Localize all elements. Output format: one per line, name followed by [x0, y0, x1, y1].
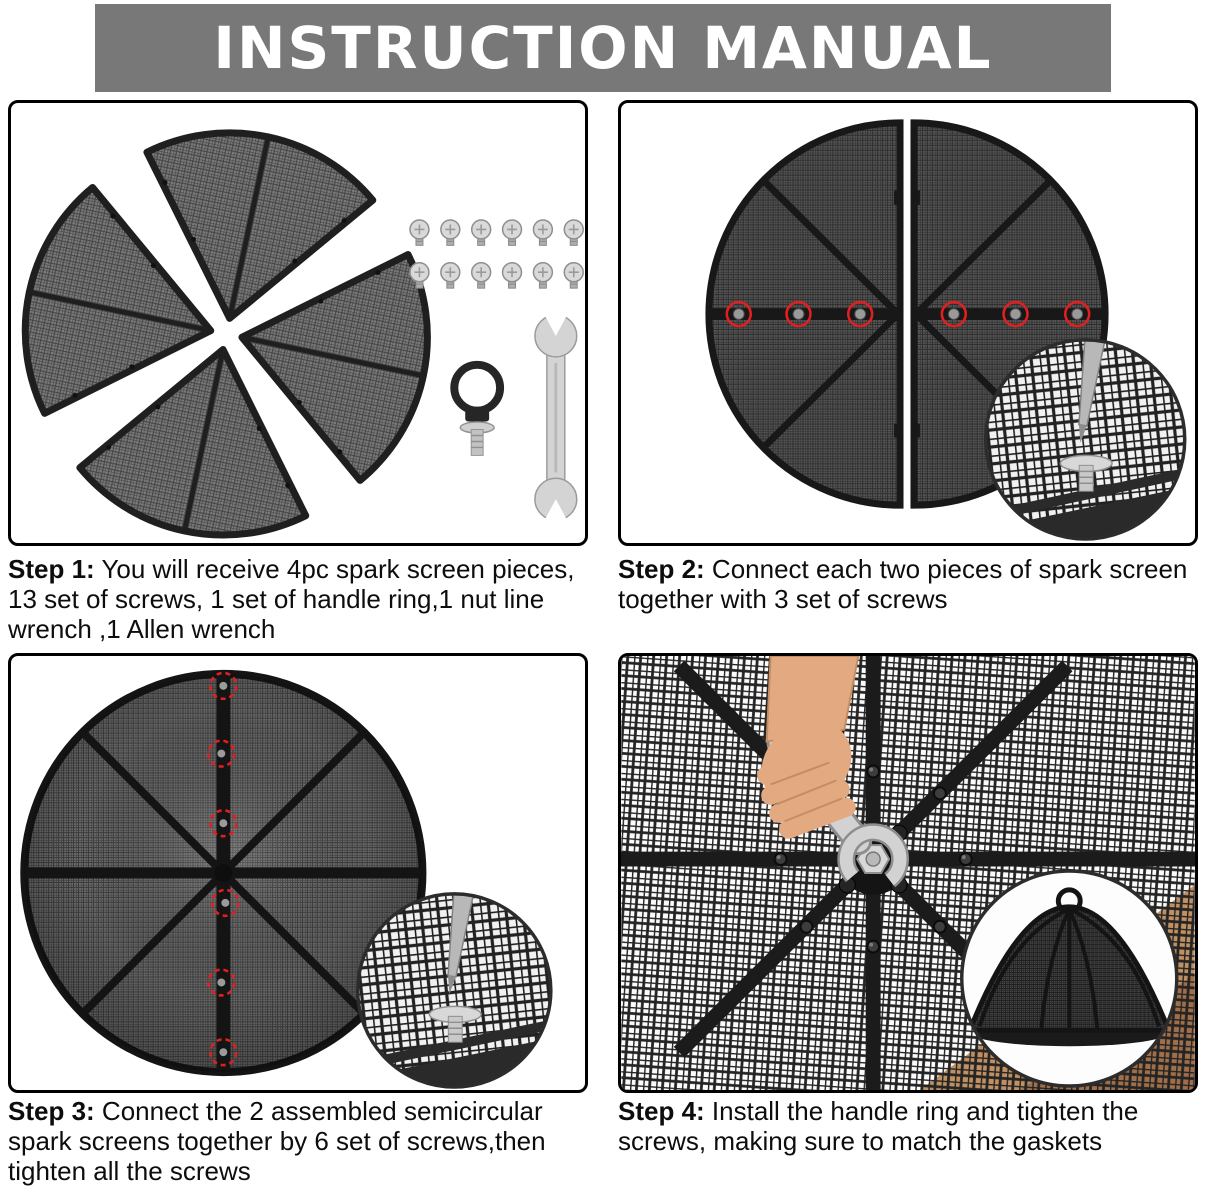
- spark-screen-quarter-pieces: [11, 112, 448, 543]
- screw-closeup-inset: [983, 338, 1187, 541]
- step1-text: You will receive 4pc spark screen pieces…: [8, 554, 575, 644]
- step2-caption: Step 2: Connect each two pieces of spark…: [618, 554, 1204, 614]
- step1-label: Step 1:: [8, 554, 95, 584]
- screwdriver-icon: [447, 893, 475, 995]
- step4-caption: Step 4: Install the handle ring and tigh…: [618, 1096, 1204, 1156]
- step2-label: Step 2:: [618, 554, 705, 584]
- screen-half-left: [705, 119, 904, 509]
- dome-ring-handle: [1055, 887, 1083, 915]
- screw-markers: [207, 671, 240, 1067]
- step4-label: Step 4:: [618, 1096, 705, 1126]
- screw-set: [409, 219, 584, 289]
- hand: [757, 656, 860, 839]
- assembled-round-screen: [20, 669, 427, 1077]
- screw-closeup-inset: [355, 892, 553, 1089]
- step3-image-box: [8, 653, 588, 1093]
- step3-illustration: [20, 669, 553, 1089]
- step3-label: Step 3:: [8, 1096, 95, 1126]
- step1-illustration: [11, 103, 584, 543]
- seam-screws: [217, 681, 230, 1057]
- step4-text: Install the handle ring and tighten the …: [618, 1096, 1139, 1156]
- screw-highlights: [725, 300, 1091, 328]
- step2-illustration: [705, 119, 1187, 541]
- step3-caption: Step 3: Connect the 2 assembled semicirc…: [8, 1096, 606, 1186]
- step2-text: Connect each two pieces of spark screen …: [618, 554, 1188, 614]
- frame-bolts: [773, 764, 973, 954]
- step4-illustration: [621, 656, 1195, 1090]
- step2-image-box: [618, 100, 1198, 546]
- step1-image-box: [8, 100, 588, 546]
- step4-image-box: [618, 653, 1198, 1093]
- step3-text: Connect the 2 assembled semicircular spa…: [8, 1096, 546, 1186]
- handle-ring: [450, 360, 505, 456]
- assembled-screen-inset: [960, 869, 1179, 1088]
- open-end-wrench: [534, 310, 578, 526]
- step1-caption: Step 1: You will receive 4pc spark scree…: [8, 554, 606, 644]
- page-title: INSTRUCTION MANUAL: [95, 4, 1111, 92]
